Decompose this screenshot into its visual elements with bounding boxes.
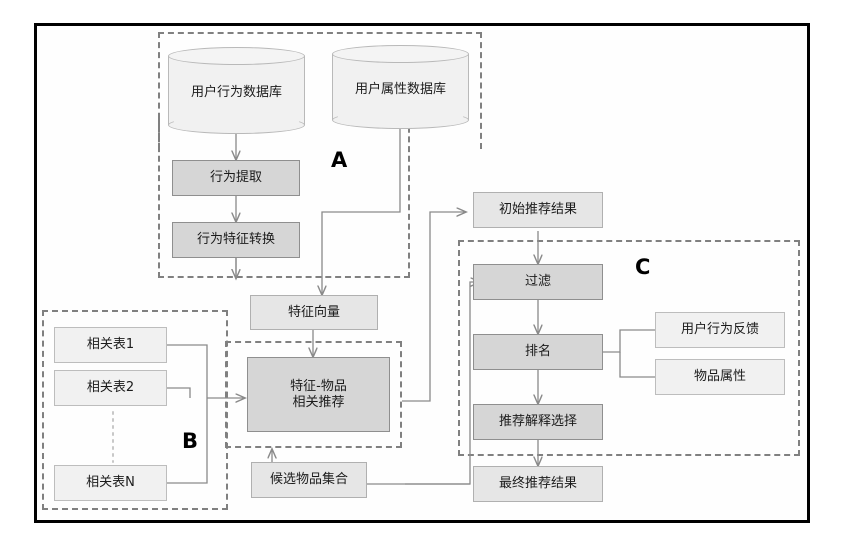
node-initial-result[interactable]: 初始推荐结果 bbox=[473, 192, 603, 228]
node-user-attr-db[interactable]: 用户属性数据库 bbox=[332, 45, 469, 129]
node-label: 用户行为数据库 bbox=[190, 85, 282, 100]
node-label-line1: 特征-物品 bbox=[290, 378, 347, 394]
node-behavior-feature-transform[interactable]: 行为特征转换 bbox=[172, 222, 300, 258]
node-final-result[interactable]: 最终推荐结果 bbox=[473, 466, 603, 502]
cylinder-body bbox=[332, 54, 469, 120]
node-candidate-item-set[interactable]: 候选物品集合 bbox=[251, 462, 367, 498]
node-label: 用户行为反馈 bbox=[680, 322, 759, 338]
node-label: 初始推荐结果 bbox=[498, 202, 577, 218]
node-feature-item-recommend[interactable]: 特征-物品 相关推荐 bbox=[247, 357, 390, 432]
node-label: 用户属性数据库 bbox=[354, 81, 446, 97]
node-explain-select[interactable]: 推荐解释选择 bbox=[473, 404, 603, 440]
node-item-attribute[interactable]: 物品属性 bbox=[655, 359, 785, 395]
node-filter[interactable]: 过滤 bbox=[473, 264, 603, 300]
cylinder-bottom bbox=[332, 111, 469, 129]
node-behavior-extract[interactable]: 行为提取 bbox=[172, 160, 300, 196]
node-relation-table-n[interactable]: 相关表N bbox=[54, 465, 167, 501]
group-a-boundary-lower bbox=[158, 117, 410, 278]
node-label: 相关表1 bbox=[86, 337, 135, 353]
node-label: 相关表N bbox=[86, 475, 135, 491]
node-label: 过滤 bbox=[524, 274, 551, 290]
node-label: 特征向量 bbox=[287, 304, 340, 320]
group-b-label: B bbox=[182, 429, 199, 453]
node-label: 推荐解释选择 bbox=[498, 414, 577, 430]
node-label: 候选物品集合 bbox=[269, 472, 348, 488]
group-a-boundary bbox=[158, 32, 482, 149]
group-a-label: A bbox=[331, 148, 348, 172]
cylinder-body bbox=[168, 56, 305, 125]
group-b-boundary bbox=[42, 310, 228, 510]
node-label: 行为特征转换 bbox=[196, 232, 275, 248]
node-feature-vector[interactable]: 特征向量 bbox=[250, 295, 378, 330]
node-label: 物品属性 bbox=[693, 369, 746, 385]
cylinder-bottom bbox=[168, 116, 305, 134]
cylinder-top bbox=[332, 45, 469, 63]
node-label: 最终推荐结果 bbox=[498, 476, 577, 492]
node-user-behavior-db[interactable]: 用户行为数据库 bbox=[168, 47, 305, 134]
node-relation-table-2[interactable]: 相关表2 bbox=[54, 370, 167, 406]
node-ranking[interactable]: 排名 bbox=[473, 334, 603, 370]
group-c-label: C bbox=[635, 255, 651, 279]
node-user-behavior-feedback[interactable]: 用户行为反馈 bbox=[655, 312, 785, 348]
node-label-line2: 相关推荐 bbox=[292, 394, 345, 410]
cylinder-top bbox=[168, 47, 305, 65]
node-label: 行为提取 bbox=[209, 170, 262, 186]
node-label: 相关表2 bbox=[86, 380, 135, 396]
node-label: 排名 bbox=[524, 344, 551, 360]
node-relation-table-1[interactable]: 相关表1 bbox=[54, 327, 167, 363]
